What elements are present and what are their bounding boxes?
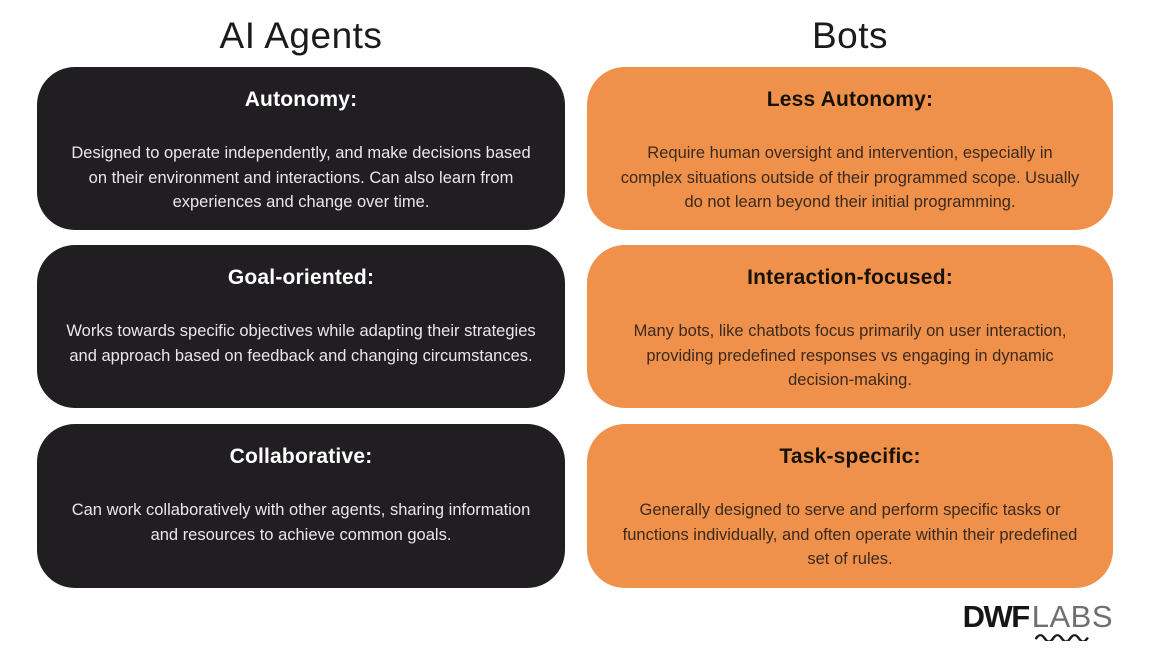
card-body: Many bots, like chatbots focus primarily…: [633, 322, 1067, 389]
card-autonomy: Autonomy: Designed to operate independen…: [37, 67, 565, 230]
card-collaborative: Collaborative: Can work collaboratively …: [37, 424, 565, 588]
logo-labs-text: LABS: [1031, 599, 1113, 634]
wave-icon: [1034, 634, 1089, 641]
card-interaction-focused: Interaction-focused: Many bots, like cha…: [587, 245, 1113, 408]
card-body: Can work collaboratively with other agen…: [71, 501, 531, 544]
card-heading: Collaborative:: [229, 445, 373, 468]
card-body: Require human oversight and intervention…: [620, 144, 1080, 211]
card-heading: Less Autonomy:: [766, 88, 934, 111]
card-goal-oriented: Goal-oriented: Works towards specific ob…: [37, 245, 565, 408]
card-body: Designed to operate independently, and m…: [71, 144, 531, 211]
card-body: Works towards specific objectives while …: [66, 322, 536, 365]
card-heading: Autonomy:: [244, 88, 358, 111]
logo-dwf-text: DWF: [962, 599, 1031, 634]
card-heading: Interaction-focused:: [747, 266, 953, 289]
card-body: Generally designed to serve and perform …: [622, 501, 1078, 568]
card-heading: Goal-oriented:: [227, 266, 375, 289]
dwf-labs-logo: DWF LABS: [963, 601, 1113, 641]
card-task-specific: Task-specific: Generally designed to ser…: [587, 424, 1113, 588]
card-less-autonomy: Less Autonomy: Require human oversight a…: [587, 67, 1113, 230]
column-title-ai-agents: AI Agents: [219, 15, 383, 56]
column-title-bots: Bots: [811, 15, 889, 56]
card-heading: Task-specific:: [779, 445, 921, 468]
